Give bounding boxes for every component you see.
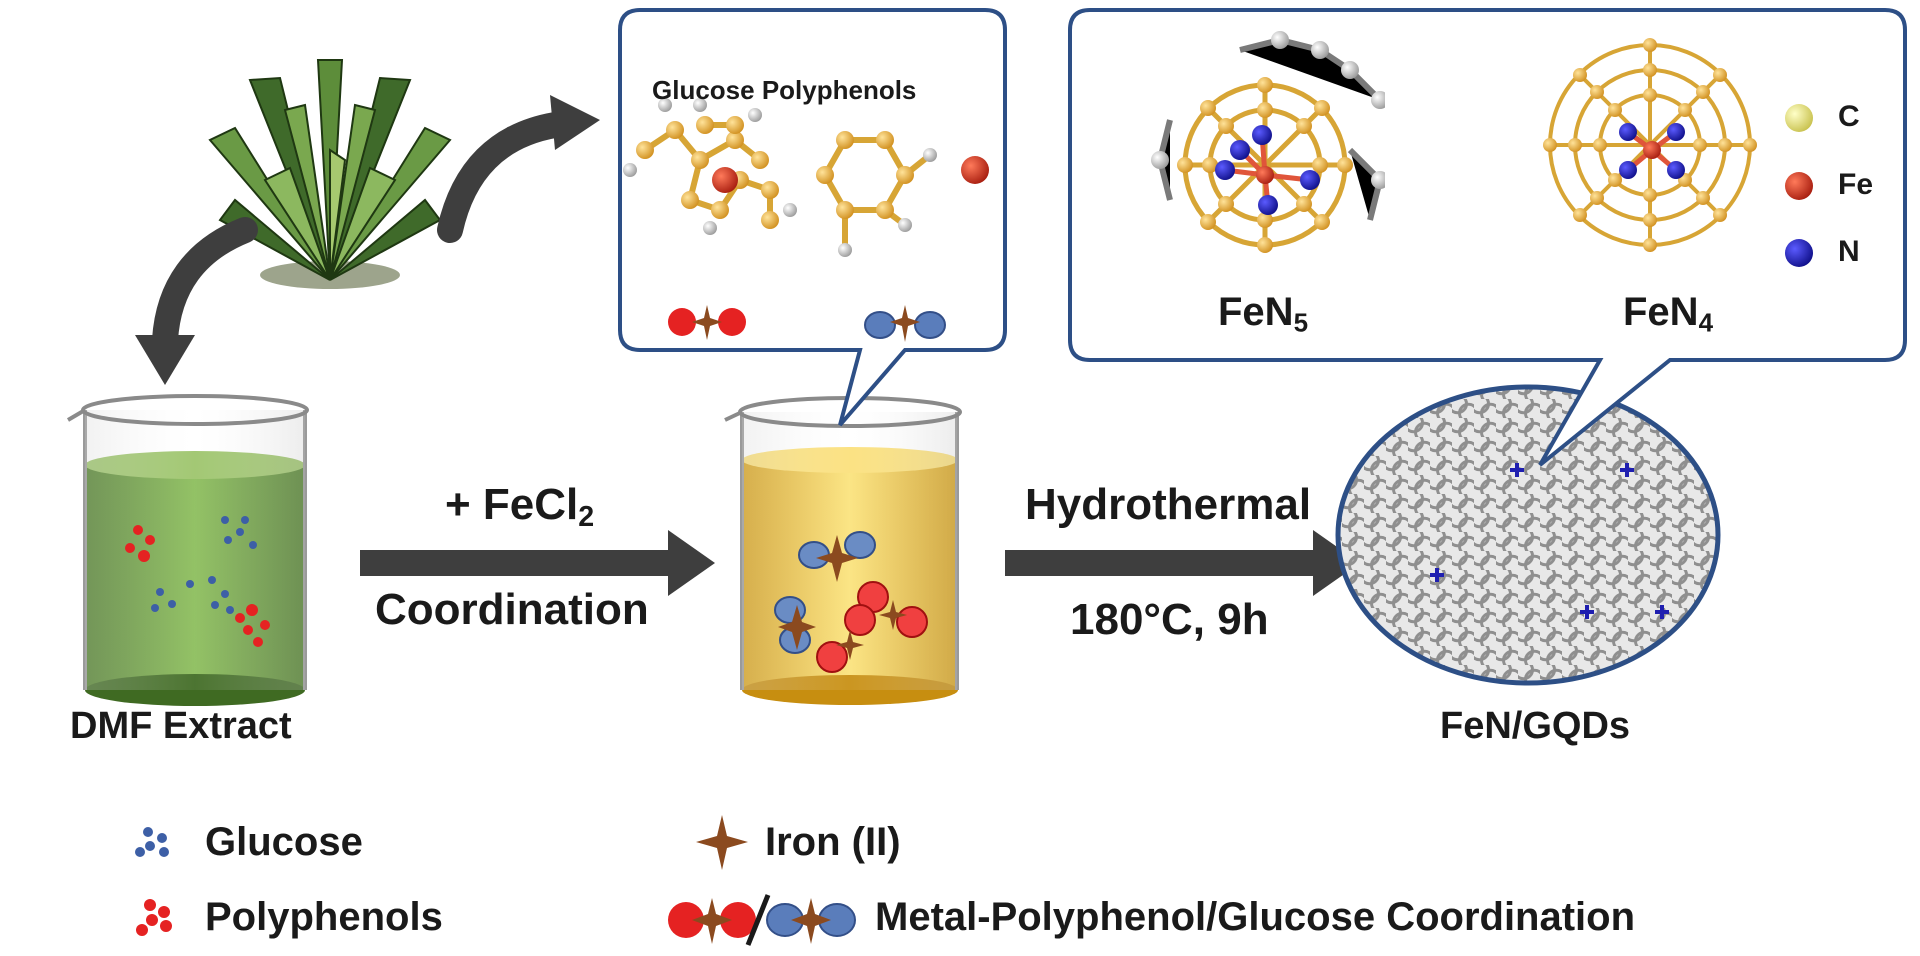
element-key-nitrogen: N (1838, 235, 1860, 268)
product-label: FeN/GQDs (1440, 705, 1631, 747)
element-key-iron: Fe (1838, 168, 1874, 201)
polyphenol-complex-icon (668, 305, 746, 340)
legend-polyphenols: Polyphenols (205, 895, 443, 939)
legend-glucose: Glucose (205, 820, 363, 864)
reagent-subscript: 2 (578, 501, 595, 534)
fen4-label: FeN4 (1623, 290, 1713, 339)
fen5-text: FeN (1218, 290, 1294, 334)
fen5-subscript: 5 (1293, 307, 1309, 338)
pineapple-crown-icon (208, 59, 452, 289)
coordination-icon (668, 894, 856, 946)
arrow-hydrothermal (1005, 530, 1360, 596)
callout-structures (1068, 8, 1907, 467)
iron-key-ball (1785, 172, 1813, 200)
reagent-text: + FeCl (445, 480, 579, 529)
element-key-carbon: C (1838, 100, 1860, 133)
arrow-coordination (360, 530, 715, 596)
nitrogen-key-ball (1785, 239, 1813, 267)
legend-iron: Iron (II) (765, 820, 901, 864)
callout-molecules (618, 8, 1007, 427)
fen4-subscript: 4 (1698, 307, 1714, 338)
reagent-label: + FeCl2 (445, 480, 594, 534)
fen4-text: FeN (1623, 290, 1699, 334)
curved-arrow-up (437, 95, 600, 243)
iron-star-icon (696, 815, 748, 870)
fen5-label: FeN5 (1218, 290, 1308, 339)
beaker-green (66, 394, 309, 706)
glucose-complex-icon (864, 305, 946, 342)
hydrothermal-step-label: Hydrothermal (1025, 480, 1312, 529)
beaker-yellow (724, 396, 962, 705)
curved-arrow-down (135, 217, 258, 385)
coordination-step-label: Coordination (375, 585, 649, 634)
dmf-extract-label: DMF Extract (70, 705, 292, 747)
legend-coordination: Metal-Polyphenol/Glucose Coordination (875, 895, 1636, 939)
polyphenol-dots-icon (136, 899, 172, 936)
glucose-polyphenols-title: Glucose Polyphenols (652, 75, 917, 105)
gqd-sheet (1335, 384, 1721, 686)
carbon-key-ball (1785, 104, 1813, 132)
conditions-label: 180°C, 9h (1070, 595, 1269, 644)
glucose-dots-icon (135, 827, 169, 857)
